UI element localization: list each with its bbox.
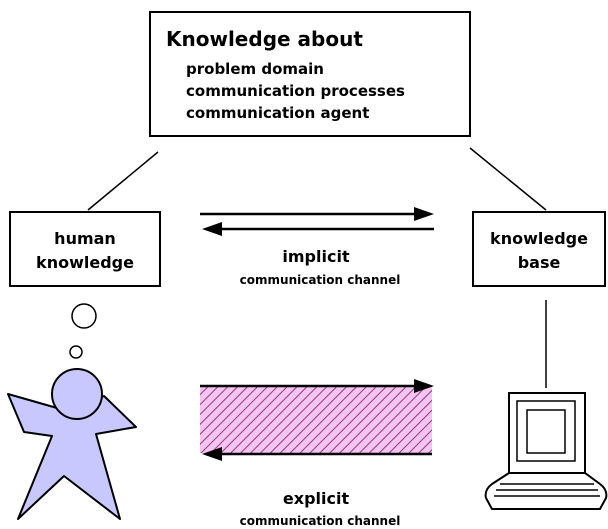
implicit-sublabel: communication channel bbox=[240, 273, 401, 287]
explicit-sublabel: communication channel bbox=[240, 514, 401, 528]
knowledge-base-line-2: base bbox=[518, 253, 561, 272]
human-knowledge-line-2: knowledge bbox=[36, 253, 134, 272]
implicit-channel-arrows bbox=[200, 207, 434, 236]
computer-icon bbox=[484, 392, 608, 510]
top-box-line-2: communication processes bbox=[186, 82, 405, 100]
top-box-line-3: communication agent bbox=[186, 104, 369, 122]
human-knowledge-box: human knowledge bbox=[9, 211, 161, 287]
explicit-label: explicit bbox=[283, 489, 350, 508]
explicit-channel-band bbox=[200, 379, 434, 461]
connector-top-right bbox=[469, 147, 547, 211]
thought-bubble-icon bbox=[69, 303, 97, 359]
knowledge-base-box: knowledge base bbox=[472, 211, 606, 287]
knowledge-base-line-1: knowledge bbox=[490, 229, 588, 248]
person-icon bbox=[7, 368, 137, 520]
top-box-line-1: problem domain bbox=[186, 60, 324, 78]
top-box: Knowledge about problem domain communica… bbox=[149, 11, 471, 137]
implicit-label: implicit bbox=[282, 247, 350, 266]
connector-top-left bbox=[87, 151, 159, 211]
top-box-title: Knowledge about bbox=[166, 27, 363, 51]
human-knowledge-line-1: human bbox=[54, 229, 116, 248]
